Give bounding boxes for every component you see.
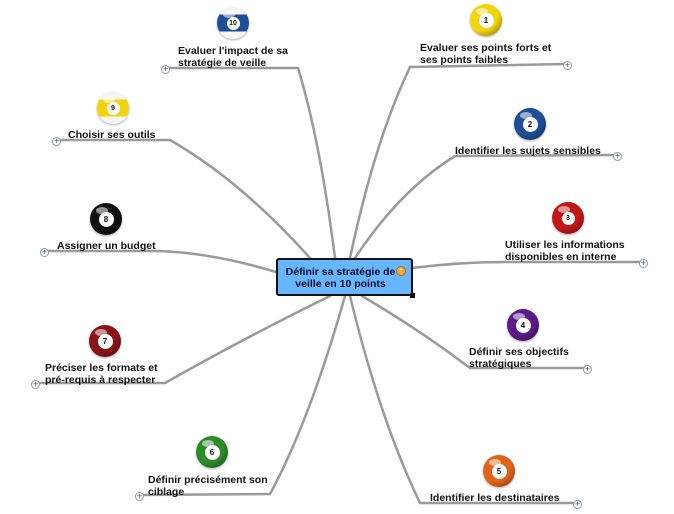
expand-icon[interactable]: + [31,380,40,389]
billiard-ball-2-icon: 2 [514,108,546,140]
expand-icon[interactable]: + [573,500,582,509]
connector-b2 [353,153,618,260]
connector-b1 [348,62,568,260]
expand-icon[interactable]: + [40,248,49,257]
branch-label-preciser-formats[interactable]: Préciser les formats et pré-requis à res… [45,362,158,386]
expand-icon[interactable]: + [52,137,61,146]
branch-label-identifier-destinataires[interactable]: Identifier les destinataires [430,492,560,504]
expand-icon[interactable]: + [613,152,622,161]
billiard-ball-10-icon: 10 [217,7,249,39]
connector-b4 [360,294,588,370]
branch-label-identifier-sujets[interactable]: Identifier les sujets sensibles [455,145,601,157]
branch-label-evaluer-impact[interactable]: Evaluer l'impact de sa stratégie de veil… [178,45,288,69]
branch-label-assigner-budget[interactable]: Assigner un budget [57,240,156,252]
billiard-ball-4-icon: 4 [507,309,539,341]
central-topic[interactable]: Définir sa stratégie de veille en 10 poi… [276,258,413,296]
connector-b10 [162,66,337,260]
connector-b5 [348,294,578,505]
billiard-ball-6-icon: 6 [196,436,228,468]
billiard-ball-3-icon: 3 [552,202,584,234]
expand-icon[interactable]: + [563,61,572,70]
resize-handle[interactable] [410,293,415,298]
expand-icon[interactable]: + [135,492,144,501]
branch-label-evaluer-points-forts[interactable]: Evaluer ses points forts et ses points f… [420,42,552,66]
expand-icon[interactable]: + [639,259,648,268]
branch-label-choisir-outils[interactable]: Choisir ses outils [68,129,156,141]
billiard-ball-8-icon: 8 [90,203,122,235]
branch-label-utiliser-informations[interactable]: Utiliser les informations disponibles en… [505,239,625,263]
branch-label-definir-objectifs[interactable]: Définir ses objectifs stratégiques [469,346,569,370]
billiard-ball-7-icon: 7 [89,325,121,357]
connector-b9 [53,138,312,260]
billiard-ball-9-icon: 9 [97,92,129,124]
expand-icon[interactable]: + [161,65,170,74]
connector-b3 [410,260,644,270]
connector-b6 [136,294,347,497]
central-topic-expand-icon[interactable]: + [396,266,406,276]
billiard-ball-1-icon: 1 [470,4,502,36]
connector-b7 [32,294,332,385]
expand-icon[interactable]: + [583,365,592,374]
branch-label-definir-ciblage[interactable]: Définir précisément son ciblage [148,474,268,498]
central-topic-label: Définir sa stratégie de veille en 10 poi… [285,266,396,290]
connector-b8 [41,249,278,274]
billiard-ball-5-icon: 5 [483,455,515,487]
